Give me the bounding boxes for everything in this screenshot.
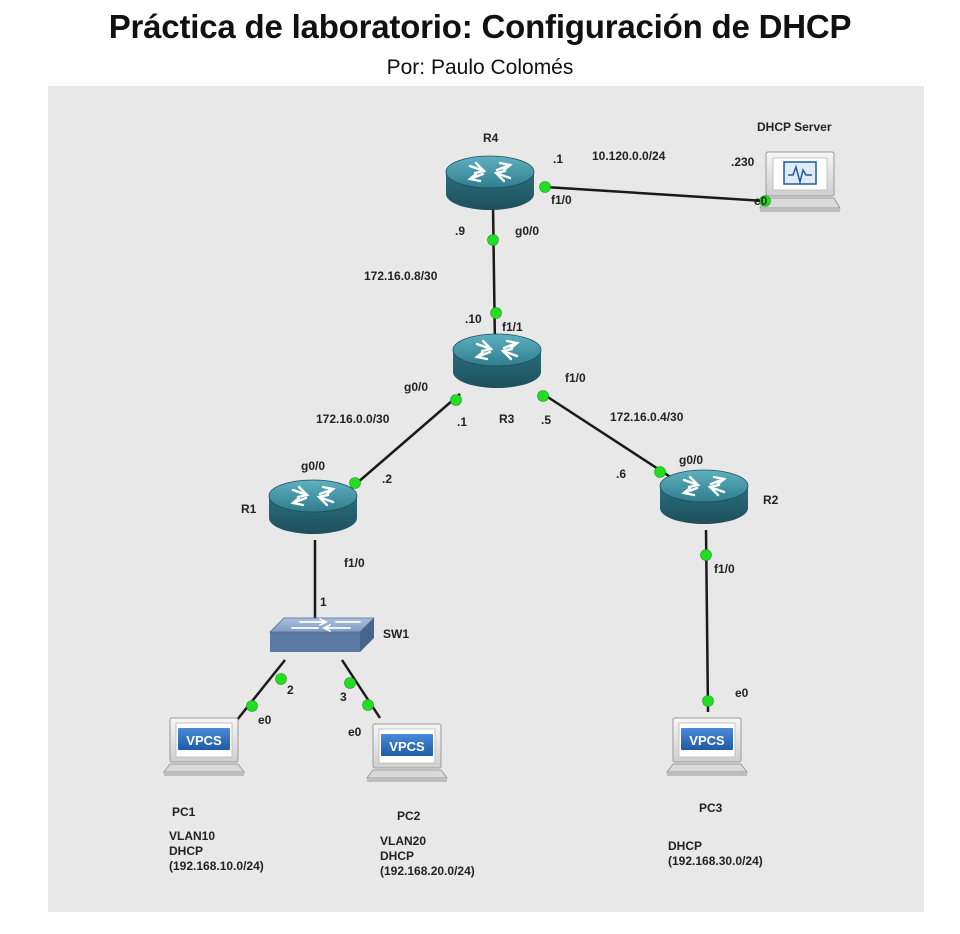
pc-pc3[interactable]: VPCS: [666, 717, 748, 777]
addr-r3-f11: .10: [465, 312, 482, 326]
port-dot: [487, 234, 499, 246]
label-pc1: PC1: [172, 805, 196, 819]
port-dot: [246, 700, 258, 712]
link-sw1-pc2: [340, 659, 382, 719]
port-dot: [700, 549, 712, 561]
port-dot: [275, 673, 287, 685]
pc2-vlan: VLAN20: [380, 834, 426, 848]
link-sw1-pc1: [236, 659, 286, 721]
router-r2[interactable]: [658, 468, 750, 526]
addr-r1-g00: .2: [382, 472, 392, 486]
port-dot: [450, 394, 462, 406]
pc3-mode: DHCP: [668, 839, 702, 853]
addr-r3-f10: .5: [541, 413, 551, 427]
addr-server: .230: [731, 155, 755, 169]
pc1-vlan: VLAN10: [169, 829, 215, 843]
label-r2: R2: [763, 493, 779, 507]
net-172-0: 172.16.0.0/30: [316, 412, 390, 426]
label-sw1: SW1: [383, 627, 409, 641]
addr-r3-g00: .1: [457, 415, 467, 429]
vpcs-label: VPCS: [689, 733, 725, 748]
iface-pc3-e0: e0: [735, 686, 749, 700]
iface-r2-f10: f1/0: [714, 562, 735, 576]
port-dot: [654, 466, 666, 478]
port-dot: [539, 181, 551, 193]
iface-server-e0: e0: [754, 194, 768, 208]
label-r3: R3: [499, 412, 515, 426]
page-subtitle: Por: Paulo Colomés: [386, 56, 574, 79]
link-r3-r2: [539, 390, 673, 480]
iface-r4-g00: g0/0: [515, 224, 539, 238]
net-172-4: 172.16.0.4/30: [610, 410, 684, 424]
router-r1[interactable]: [267, 478, 359, 536]
router-r4[interactable]: [444, 154, 536, 212]
port-dot: [702, 695, 714, 707]
label-pc2: PC2: [397, 809, 421, 823]
port-dot: [349, 477, 361, 489]
label-dhcp-server: DHCP Server: [757, 120, 832, 134]
net-10-120: 10.120.0.0/24: [592, 149, 666, 163]
pc1-net: (192.168.10.0/24): [169, 859, 264, 873]
iface-r3-g00: g0/0: [404, 380, 428, 394]
pc-pc1[interactable]: VPCS: [163, 717, 245, 777]
iface-r3-f10: f1/0: [565, 371, 586, 385]
port-dot: [490, 307, 502, 319]
addr-r4-g00: .9: [455, 224, 465, 238]
iface-r1-f10: f1/0: [344, 556, 365, 570]
addr-r2-g00: .6: [616, 467, 626, 481]
iface-r4-f10: f1/0: [551, 193, 572, 207]
vpcs-badge: [381, 734, 433, 756]
pc-pc2[interactable]: VPCS: [366, 723, 448, 783]
port-sw1-2: 2: [287, 683, 294, 697]
page-title: Práctica de laboratorio: Configuración d…: [108, 8, 852, 45]
addr-r4-f10: .1: [553, 152, 563, 166]
pc1-mode: DHCP: [169, 844, 203, 858]
switch-arrows-icon: [291, 618, 361, 632]
vpcs-badge: [681, 728, 733, 750]
net-172-8: 172.16.0.8/30: [364, 269, 438, 283]
port-dot: [537, 390, 549, 402]
iface-r3-f11: f1/1: [502, 320, 523, 334]
vpcs-label: VPCS: [186, 733, 222, 748]
link-r4-r3: [491, 204, 497, 349]
pc3-net: (192.168.30.0/24): [668, 854, 763, 868]
iface-pc1-e0: e0: [258, 713, 272, 727]
port-sw1-1: 1: [320, 595, 327, 609]
dhcp-server[interactable]: [759, 151, 841, 212]
port-sw1-3: 3: [340, 690, 347, 704]
link-r3-r1: [341, 393, 461, 497]
pc2-mode: DHCP: [380, 849, 414, 863]
topology-canvas[interactable]: VPCS VPCS VPCS R4 R3 R1 R2 SW1 DHCP Serv…: [48, 86, 924, 912]
iface-r1-g00: g0/0: [301, 459, 325, 473]
topology-svg: VPCS VPCS VPCS R4 R3 R1 R2 SW1 DHCP Serv…: [163, 120, 841, 878]
switch-sw1[interactable]: [269, 617, 375, 652]
iface-pc2-e0: e0: [348, 725, 362, 739]
port-dot: [344, 677, 356, 689]
vpcs-label: VPCS: [389, 739, 425, 754]
vpcs-badge: [178, 728, 230, 750]
label-r1: R1: [241, 502, 257, 516]
port-dot: [759, 195, 771, 207]
port-dots: [246, 181, 771, 712]
label-pc3: PC3: [699, 801, 723, 815]
port-dot: [362, 699, 374, 711]
pc2-net: (192.168.20.0/24): [380, 864, 475, 878]
monitor-graph-icon: [788, 164, 812, 185]
label-r4: R4: [483, 131, 499, 145]
link-r4-server: [544, 185, 766, 203]
iface-r2-g00: g0/0: [679, 453, 703, 467]
router-r3[interactable]: [451, 332, 543, 390]
